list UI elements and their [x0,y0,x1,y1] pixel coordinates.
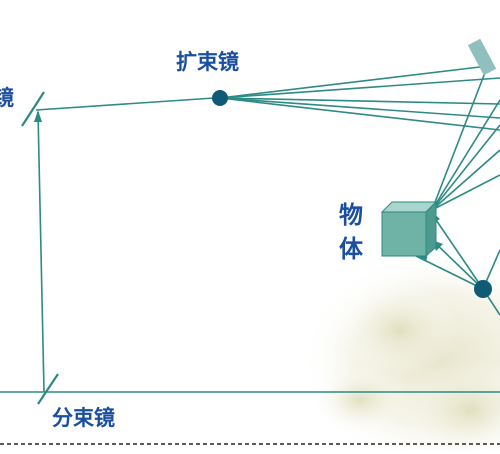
back-ray-3 [415,255,484,290]
beam-splitter [37,373,59,405]
ray-3 [219,97,500,105]
beam-to-expander [35,97,215,111]
back-ray-2 [431,239,484,290]
beam-expander-label: 扩束镜 [176,50,239,74]
back-ray-1 [431,213,484,290]
beam-vertical [37,111,45,393]
background-texture [300,250,500,454]
ray-5 [219,97,500,131]
object-cube [380,200,438,258]
ray-1 [219,65,489,99]
object-ray-5 [431,174,500,211]
photographic-plate [467,38,497,76]
partial-mirror-label: 镜 [0,86,14,110]
lower-expander-lens [474,280,492,298]
object-ray-2 [431,99,500,211]
object-ray-4 [431,149,500,211]
left-mirror [21,91,45,127]
beam-paths [0,65,500,393]
object-ray-3 [431,124,500,211]
beam-splitter-label: 分束镜 [52,406,115,430]
arrow-up [34,110,42,122]
ray-4 [219,97,500,119]
object-ray-1 [431,69,487,211]
ray-2 [219,77,500,99]
object-label: 物体 [339,201,363,263]
beam-expander-lens [212,90,228,106]
